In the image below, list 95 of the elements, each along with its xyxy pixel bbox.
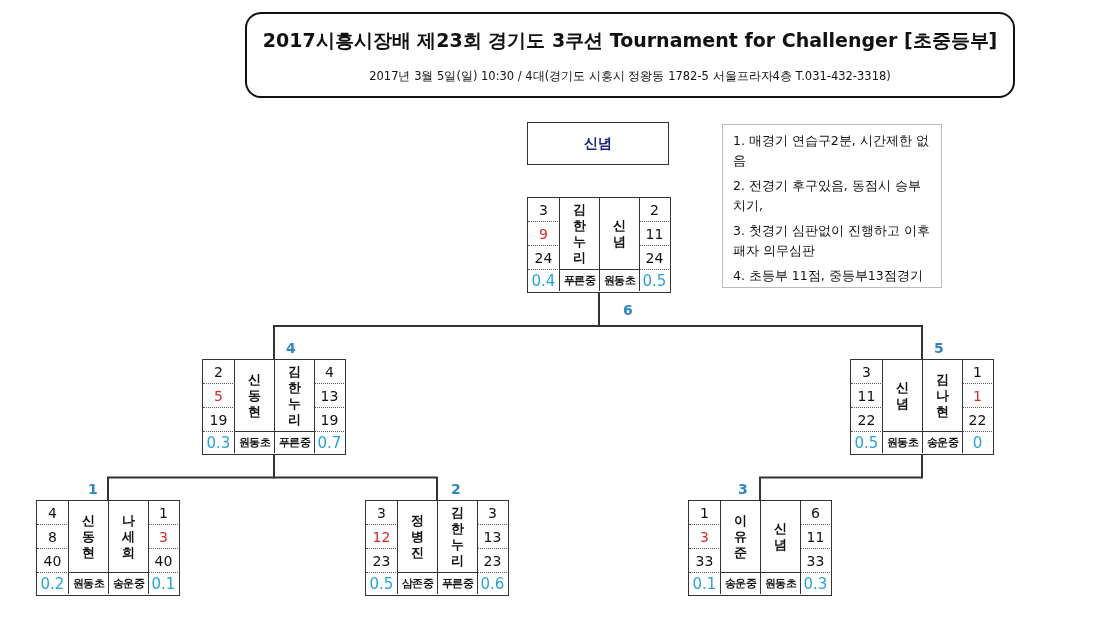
match-table <box>365 500 509 596</box>
score-value: 33 <box>801 549 830 573</box>
score-value: 19 <box>203 408 235 432</box>
score-value: 3 <box>366 501 398 525</box>
note-text: 1. 매경기 연습구2분, 시간제한 없음 <box>733 132 930 170</box>
school-name: 푸른중 <box>438 573 478 594</box>
player-name: 나세희 <box>109 501 149 573</box>
match-number: 1 <box>88 481 98 497</box>
note-text: 3. 첫경기 심판없이 진행하고 이후 패자 의무심판 <box>733 222 931 260</box>
score-value: 13 <box>478 525 507 549</box>
player-name: 김한누리 <box>275 360 315 432</box>
player-name: 이유준 <box>721 501 761 573</box>
average-value: 0.4 <box>528 270 560 291</box>
player-name: 신념 <box>761 501 801 573</box>
score-value: 1 <box>963 360 992 384</box>
match-table <box>688 500 832 596</box>
match-number: 2 <box>451 481 461 497</box>
average-value: 0.1 <box>689 573 721 594</box>
score-value: 2 <box>203 360 235 384</box>
school-name: 원동초 <box>235 432 275 453</box>
score-value: 4 <box>37 501 69 525</box>
score-value: 33 <box>689 549 721 573</box>
score-value: 40 <box>149 549 178 573</box>
average-value: 0.5 <box>366 573 398 594</box>
note-text: 2. 전경기 후구있음, 동점시 승부치기, <box>733 177 922 215</box>
average-value: 0.3 <box>203 432 235 453</box>
score-value: 23 <box>478 549 507 573</box>
school-name: 송운중 <box>721 573 761 594</box>
school-name: 원동초 <box>761 573 801 594</box>
score-value: 22 <box>963 408 992 432</box>
match-table <box>527 197 671 293</box>
score-value: 3 <box>528 198 560 222</box>
school-name: 원동초 <box>883 432 923 453</box>
score-value: 3 <box>478 501 507 525</box>
score-value: 3 <box>851 360 883 384</box>
school-name: 원동초 <box>69 573 109 594</box>
score-value: 1 <box>149 501 178 525</box>
player-name: 김한누리 <box>560 198 600 270</box>
score-value: 11 <box>851 384 883 408</box>
score-value: 11 <box>640 222 669 246</box>
match-table <box>202 359 346 455</box>
match-number: 3 <box>738 481 748 497</box>
note-text: 4. 초등부 11점, 중등부13점경기 <box>733 267 924 285</box>
match-table <box>36 500 180 596</box>
score-value: 19 <box>315 408 344 432</box>
average-value: 0 <box>971 432 984 453</box>
score-value: 24 <box>528 246 560 270</box>
bracket-line <box>273 454 438 501</box>
score-value: 12 <box>366 525 398 549</box>
score-value: 1 <box>689 501 721 525</box>
score-value: 3 <box>149 525 178 549</box>
school-name: 송운중 <box>923 432 963 453</box>
score-value: 6 <box>801 501 830 525</box>
score-value: 13 <box>315 384 344 408</box>
average-value: 0.6 <box>479 573 506 594</box>
score-value: 22 <box>851 408 883 432</box>
school-name: 송운중 <box>109 573 149 594</box>
average-value: 0.2 <box>37 573 69 594</box>
school-name: 삼존중 <box>398 573 438 594</box>
bracket-line <box>759 454 923 501</box>
school-name: 푸른중 <box>560 270 600 291</box>
player-name: 신념 <box>600 198 640 270</box>
player-name: 김나현 <box>923 360 963 432</box>
score-value: 8 <box>37 525 69 549</box>
title: 2017시흥시장배 제23회 경기도 3쿠션 Tournament for Challenger [초중등부] <box>261 28 999 53</box>
score-value: 2 <box>640 198 669 222</box>
player-name: 정병진 <box>398 501 438 573</box>
school-name: 원동초 <box>600 270 640 291</box>
notes-box <box>722 124 942 288</box>
winner-box <box>527 122 669 165</box>
score-value: 9 <box>528 222 560 246</box>
player-name: 신념 <box>883 360 923 432</box>
score-value: 11 <box>801 525 830 549</box>
winner-name: 신념 <box>584 134 612 153</box>
player-name: 신동현 <box>235 360 275 432</box>
player-name: 신동현 <box>69 501 109 573</box>
score-value: 23 <box>366 549 398 573</box>
score-value: 40 <box>37 549 69 573</box>
average-value: 0.5 <box>641 270 668 291</box>
score-value: 3 <box>689 525 721 549</box>
match-number: 5 <box>934 340 944 356</box>
average-value: 0.1 <box>150 573 177 594</box>
match-table <box>850 359 994 455</box>
match-number: 6 <box>623 302 633 318</box>
score-value: 24 <box>640 246 669 270</box>
average-value: 0.5 <box>851 432 883 453</box>
match-number: 4 <box>286 340 296 356</box>
school-name: 푸른중 <box>275 432 315 453</box>
subtitle: 2017년 3월 5일(일) 10:30 / 4대(경기도 시흥시 정왕동 1782-5 서울프라자4층 T.031-432-3318) <box>368 69 892 84</box>
score-value: 5 <box>203 384 235 408</box>
score-value: 4 <box>315 360 344 384</box>
average-value: 0.3 <box>802 573 829 594</box>
player-name: 김한누리 <box>438 501 478 573</box>
average-value: 0.7 <box>316 432 343 453</box>
score-value: 1 <box>963 384 992 408</box>
